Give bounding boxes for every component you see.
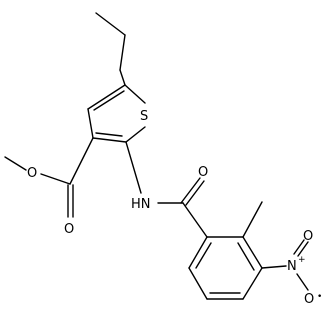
atom-nitro-oxygen-single: O [304, 292, 314, 307]
bond-amide-co-1 [180, 177, 201, 204]
bond-ar-3 [242, 267, 263, 300]
bond-n-o-double-1 [293, 239, 305, 255]
atom-ester-ether-oxygen: O [27, 166, 37, 181]
bond-ar-5 [188, 267, 208, 300]
bond-s-c2 [125, 126, 146, 143]
atom-amide-nh: HN [131, 197, 151, 212]
bond-ester-o-ether [40, 173, 71, 185]
bond-amide-co-2 [185, 180, 205, 206]
bond-ar-6-inner [195, 242, 212, 269]
bond-c2-c3-inner [95, 132, 123, 137]
bond-c2-nh [125, 141, 142, 194]
nitro-plus-charge: + [298, 255, 306, 265]
bond-c3-ester [69, 137, 94, 185]
bond-ar-2 [242, 236, 263, 269]
bond-c3-c4 [87, 108, 94, 139]
bond-ring-methyl [242, 201, 263, 238]
atom-amide-oxygen: O [198, 165, 208, 180]
bond-propyl-1 [95, 12, 126, 36]
bond-n-o-double-2 [297, 241, 309, 257]
bond-c4-c5 [87, 84, 126, 110]
atom-nitro-oxygen-double: O [303, 229, 313, 244]
atom-nitro-nitrogen: N [287, 259, 297, 274]
bond-ring-nitro [261, 265, 287, 269]
bond-c2-c3 [92, 137, 127, 143]
bond-c5-s [124, 84, 146, 104]
bond-ar-6 [188, 236, 208, 269]
bond-propyl-3 [119, 69, 126, 86]
nitro-minus-charge: • [317, 292, 322, 302]
bond-n-o-single [296, 273, 309, 291]
bond-ar-2-inner [237, 242, 255, 271]
bond-o-methyl [4, 156, 27, 171]
atom-sulfur: S [140, 109, 148, 124]
bond-carbonyl-ring [182, 202, 208, 238]
atom-ester-carbonyl-oxygen: O [64, 222, 74, 237]
bond-c4-c5-inner [93, 90, 125, 111]
bond-propyl-2 [119, 34, 126, 71]
